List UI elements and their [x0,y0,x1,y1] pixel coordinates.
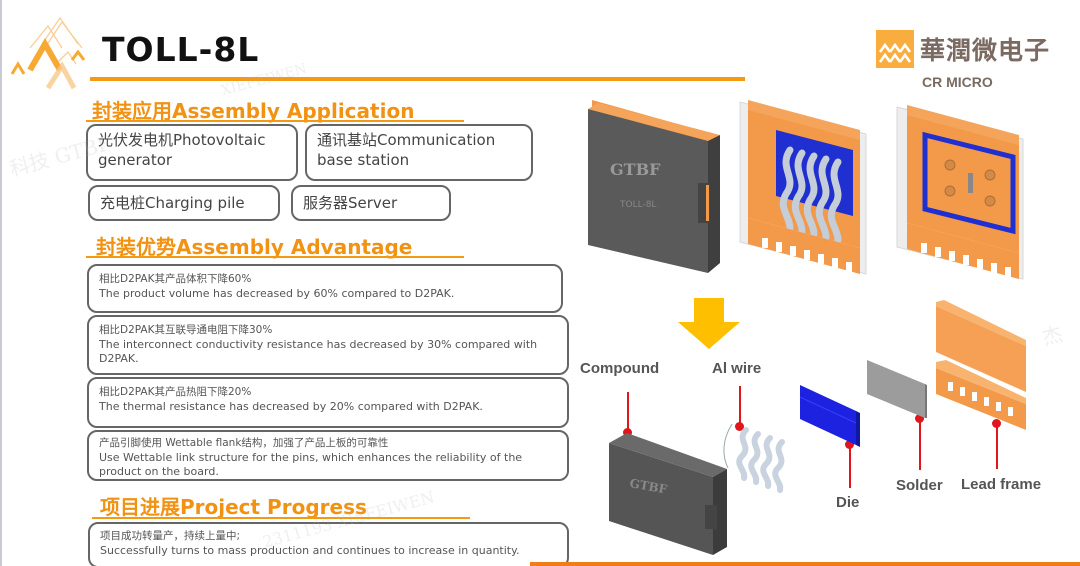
leader-line-al-wire [739,386,741,426]
package-render-die [896,105,1024,280]
watermark: 杰 [1039,321,1066,351]
leader-dot-compound [623,428,632,437]
advantage-cn: 相比D2PAK其互联导通电阻下降30% [99,324,273,336]
section-underline [86,120,464,122]
advantage-cn: 相比D2PAK其产品热阻下降20% [99,386,252,398]
leader-line-compound [627,392,629,432]
part-label-lead-frame: Lead frame [961,476,1042,493]
advantage-en: The thermal resistance has decreased by … [99,400,483,413]
advantage-card: 相比D2PAK其产品热阻下降20% The thermal resistance… [87,377,569,428]
advantage-cn: 产品引脚使用 Wettable flank结构，加强了产品上板的可靠性 [99,437,389,449]
application-tag: 光伏发电机Photovoltaic generator [86,124,298,181]
assembly-advantage-heading: 封装优势Assembly Advantage [96,235,413,259]
leader-dot-lead-frame [992,419,1001,428]
assembly-application-heading: 封装应用Assembly Application [92,99,415,123]
application-tag: 充电桩Charging pile [88,185,280,221]
leader-dot-al-wire [735,422,744,431]
bottom-accent-line [530,562,1080,566]
package-model-label: TOLL-8L [619,200,656,210]
decorative-chevrons-icon [10,16,86,90]
slide-title: TOLL-8L [102,30,260,69]
advantage-en: The product volume has decreased by 60% … [99,287,455,300]
cr-micro-logo-icon [876,30,914,68]
compound-marking: GTBF [628,476,668,496]
package-render-closed: GTBF TOLL-8L [588,100,720,273]
leader-dot-solder [915,414,924,423]
progress-card: 项目成功转量产，持续上量中; Successfully turns to mas… [88,522,569,566]
leader-line-die [849,444,851,488]
part-label-al-wire: Al wire [712,360,762,377]
project-progress-heading: 项目进展Project Progress [100,495,367,519]
advantage-card: 相比D2PAK其产品体积下降60% The product volume has… [87,264,563,313]
slide-left-edge [0,0,2,566]
package-marking: GTBF [610,160,661,179]
advantage-card: 相比D2PAK其互联导通电阻下降30% The interconnect con… [87,315,569,375]
progress-cn: 项目成功转量产，持续上量中; [100,530,241,542]
section-underline [92,517,470,519]
application-tag: 通讯基站Communication base station [305,124,533,181]
leader-line-solder [919,418,921,470]
application-tag: 服务器Server [291,185,451,221]
progress-en: Successfully turns to mass production an… [100,544,520,557]
package-render-wires [739,100,867,275]
leader-dot-die [845,440,854,449]
brand-name-cn: 華潤微电子 [920,36,1051,65]
advantage-en: Use Wettable link structure for the pins… [99,451,523,478]
part-label-compound: Compound [580,360,660,377]
part-al-wire [723,423,785,493]
advantage-card: 产品引脚使用 Wettable flank结构，加强了产品上板的可靠性 Use … [87,430,569,481]
part-compound: GTBF [609,433,727,555]
brand-name-en: CR MICRO [922,74,993,90]
section-underline [86,256,464,258]
part-lead-frame [936,300,1026,430]
advantage-en: The interconnect conductivity resistance… [99,338,538,365]
part-die [799,385,860,447]
title-underline [90,77,745,81]
down-arrow-icon [678,298,740,349]
part-label-solder: Solder [896,477,943,494]
part-label-die: Die [836,494,860,511]
advantage-cn: 相比D2PAK其产品体积下降60% [99,273,252,285]
part-solder [867,360,927,418]
leader-line-lead-frame [996,423,998,469]
